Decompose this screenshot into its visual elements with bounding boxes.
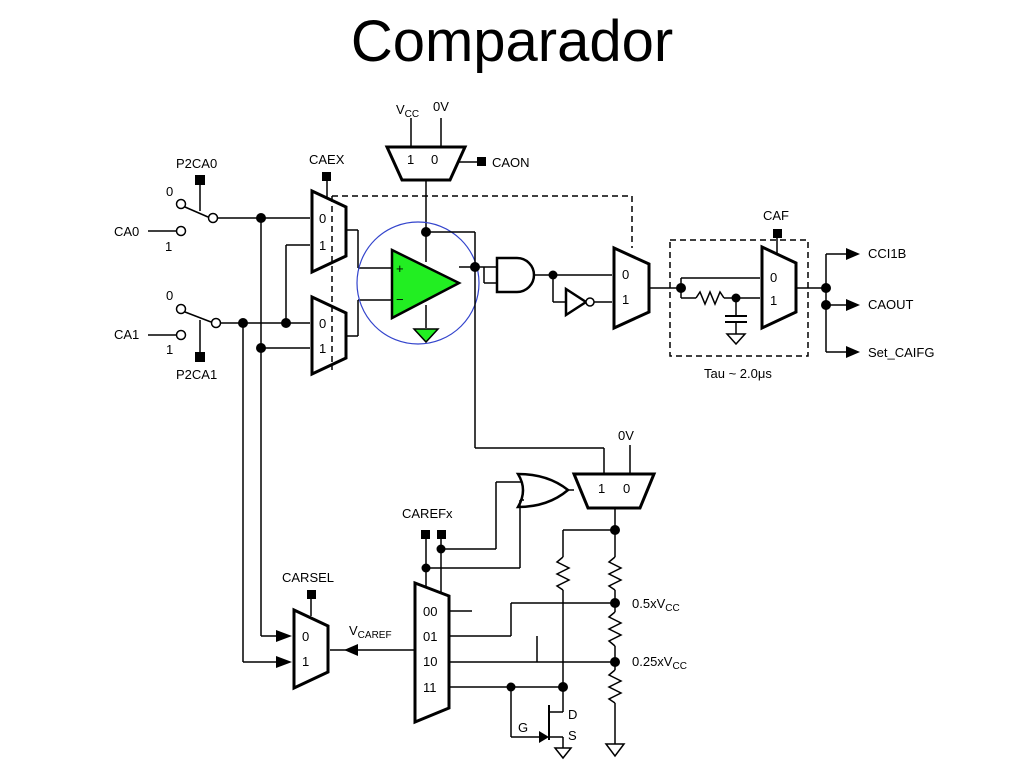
caf-mux bbox=[760, 244, 798, 331]
caref-sel-00: 00 bbox=[423, 604, 437, 619]
reference-mux bbox=[571, 472, 657, 510]
caon-terminal bbox=[477, 157, 486, 166]
set-caifg-label: Set_CAIFG bbox=[868, 345, 934, 360]
ground-symbol-ladder bbox=[604, 743, 626, 758]
vcaref-label: VCAREF bbox=[349, 623, 392, 641]
caout-label: CAOUT bbox=[868, 297, 914, 312]
reference-mux-in1: 1 bbox=[598, 481, 605, 496]
half-vcc-label: 0.5xVCC bbox=[632, 596, 680, 614]
carsel-terminal bbox=[307, 590, 316, 599]
vcc-mux-in1-label: 1 bbox=[407, 152, 414, 167]
caf-mux-in1: 1 bbox=[770, 293, 777, 308]
vcc-top-label: VCC bbox=[396, 102, 419, 120]
mosfet-g-label: G bbox=[518, 720, 528, 735]
inverter bbox=[564, 286, 589, 318]
ca0-switch-pos1: 1 bbox=[165, 239, 172, 254]
p2ca1-label: P2CA1 bbox=[176, 367, 217, 382]
quarter-vcc-label: 0.25xVCC bbox=[632, 654, 687, 672]
carefx-terminal-1 bbox=[437, 530, 446, 539]
ground-symbol-mosfet bbox=[553, 747, 573, 760]
carefx-label: CAREFx bbox=[402, 506, 453, 521]
vcc-mux-in0-label: 0 bbox=[431, 152, 438, 167]
caref-sel-01: 01 bbox=[423, 629, 437, 644]
zero-v-mid-label: 0V bbox=[618, 428, 634, 443]
opamp-plus-label: + bbox=[396, 261, 404, 276]
cci1b-label: CCI1B bbox=[868, 246, 906, 261]
or-gate bbox=[515, 472, 570, 509]
caref-sel-10: 10 bbox=[423, 654, 437, 669]
caf-mux-in0: 0 bbox=[770, 270, 777, 285]
caref-sel-11: 11 bbox=[423, 680, 437, 695]
carsel-mux-in1: 1 bbox=[302, 654, 309, 669]
caex-terminal bbox=[322, 172, 331, 181]
comparator-opamp bbox=[390, 247, 462, 321]
ca0-label: CA0 bbox=[114, 224, 139, 239]
caf-terminal bbox=[773, 229, 782, 238]
output-mux bbox=[612, 245, 651, 331]
p2ca0-label: P2CA0 bbox=[176, 156, 217, 171]
mosfet-d-label: D bbox=[568, 707, 577, 722]
p2ca0-terminal bbox=[195, 175, 205, 185]
ca1-switch-pos1: 1 bbox=[166, 342, 173, 357]
ca1-label: CA1 bbox=[114, 327, 139, 342]
and-gate bbox=[495, 256, 536, 294]
p2ca1-terminal bbox=[195, 352, 205, 362]
filter-box bbox=[669, 239, 809, 357]
caex-mux-bottom bbox=[310, 294, 348, 377]
caex-mux-bottom-in0: 0 bbox=[319, 316, 326, 331]
caref-select-mux bbox=[413, 580, 451, 725]
caex-mux-top-in1: 1 bbox=[319, 238, 326, 253]
caon-label: CAON bbox=[492, 155, 530, 170]
carsel-mux bbox=[292, 607, 330, 691]
ca1-switch-pos0: 0 bbox=[166, 288, 173, 303]
reference-mux-in0: 0 bbox=[623, 481, 630, 496]
caex-mux-bottom-in1: 1 bbox=[319, 341, 326, 356]
opamp-minus-label: − bbox=[396, 292, 404, 307]
carsel-mux-in0: 0 bbox=[302, 629, 309, 644]
ca0-switch-pos0: 0 bbox=[166, 184, 173, 199]
tau-label: Tau ~ 2.0μs bbox=[704, 366, 772, 381]
page-title: Comparador bbox=[350, 9, 674, 74]
caf-label: CAF bbox=[763, 208, 789, 223]
caex-label: CAEX bbox=[309, 152, 345, 167]
comparator-highlight-circle bbox=[356, 221, 480, 345]
opamp-ground-symbol bbox=[412, 328, 440, 344]
mosfet-s-label: S bbox=[568, 728, 577, 743]
output-mux-in0: 0 bbox=[622, 267, 629, 282]
zero-v-top-label: 0V bbox=[433, 99, 449, 114]
output-mux-in1: 1 bbox=[622, 292, 629, 307]
carsel-label: CARSEL bbox=[282, 570, 334, 585]
caex-mux-top-in0: 0 bbox=[319, 211, 326, 226]
vcc-switch-mux bbox=[384, 145, 468, 182]
caex-mux-top bbox=[310, 188, 348, 275]
carefx-terminal-0 bbox=[421, 530, 430, 539]
